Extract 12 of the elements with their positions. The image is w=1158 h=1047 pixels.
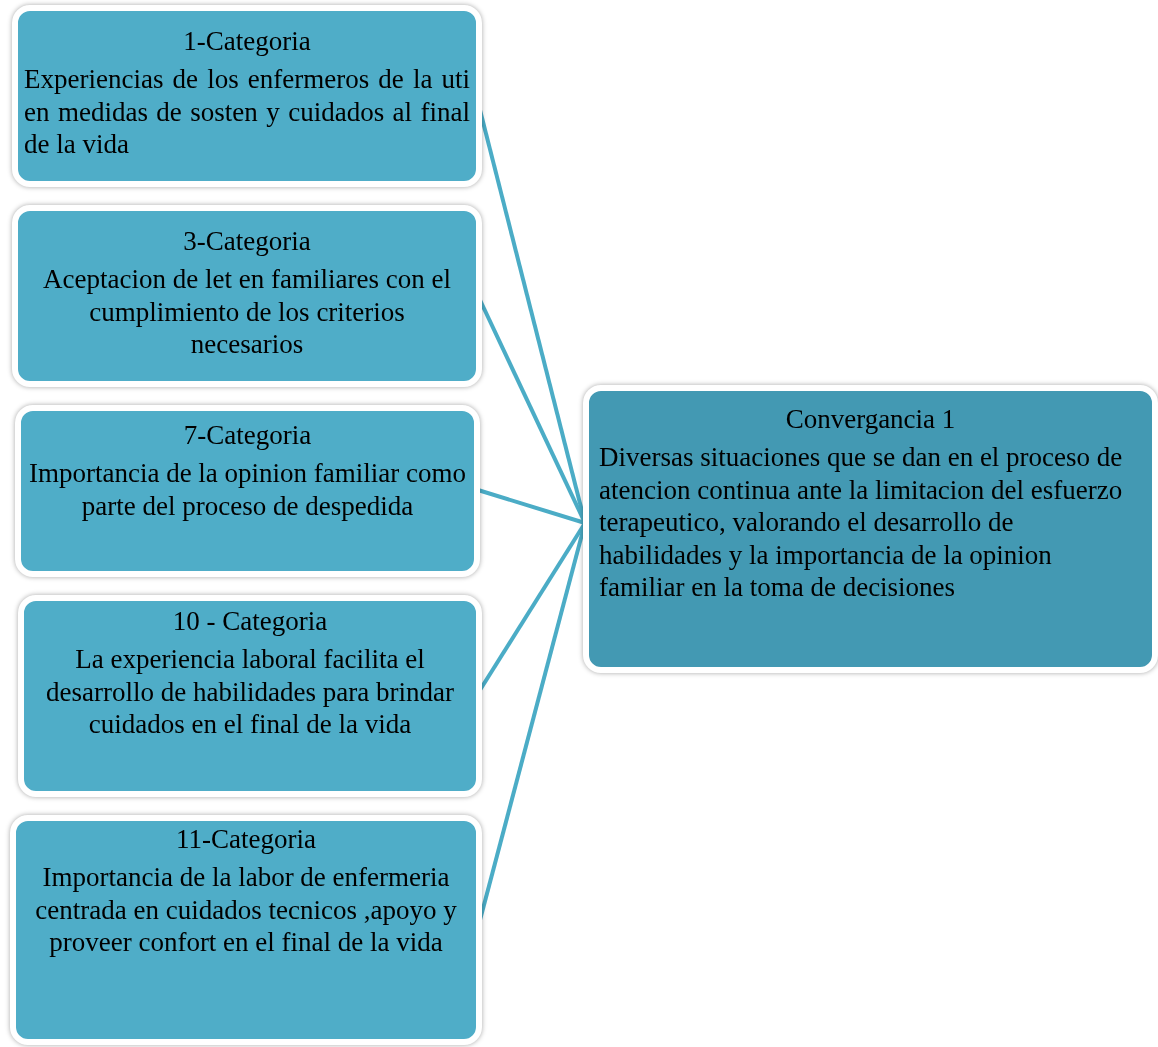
- box-heading: 7-Categoria: [182, 419, 313, 452]
- box-heading: 10 - Categoria: [171, 605, 329, 638]
- box-text: Experiencias de los enfermeros de la uti en medidas de sosten y cuidados al final de la vida: [24, 63, 470, 161]
- box-text: Importancia de la labor de enfermeria centrada en cuidados tecnicos ,apoyo y proveer confort en el final de la vida: [34, 861, 458, 959]
- box-heading: 11-Categoria: [175, 823, 317, 856]
- box-heading: 3-Categoria: [182, 225, 312, 258]
- box-text: Diversas situaciones que se dan en el proceso de atencion continua ante la limitacion del esfuerzo terapeutico, valorando el desarrollo de habilidades y la importancia de la opinion familiar en la toma de decisiones: [599, 441, 1124, 604]
- box-text: La experiencia laboral facilita el desarrollo de habilidades para brindar cuidados en el final de la vida: [45, 643, 455, 741]
- box-text: Importancia de la opinion familiar como parte del proceso de despedida: [27, 457, 468, 523]
- box-text: Aceptacion de let en familiares con el cumplimiento de los criterios necesarios: [42, 263, 452, 361]
- box-heading: Convergancia 1: [784, 403, 957, 436]
- box-heading: 1-Categoria: [182, 25, 312, 58]
